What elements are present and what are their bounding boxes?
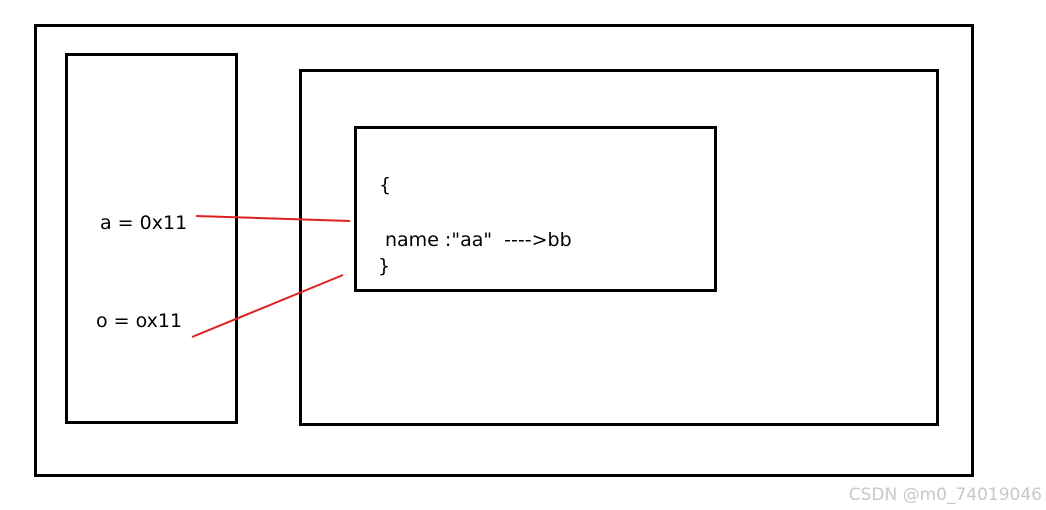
- object-close-brace: }: [378, 255, 391, 277]
- object-open-brace: {: [379, 174, 392, 196]
- memory-frame: [34, 24, 974, 477]
- variable-a-label: a = 0x11: [100, 212, 188, 234]
- watermark-text: CSDN @m0_74019046: [848, 485, 1042, 505]
- object-box: [354, 126, 717, 292]
- variable-o-label: o = ox11: [96, 310, 183, 332]
- stack-box: [65, 53, 238, 424]
- object-property-line: name :"aa" ---->bb: [385, 229, 572, 251]
- heap-box: [299, 69, 939, 426]
